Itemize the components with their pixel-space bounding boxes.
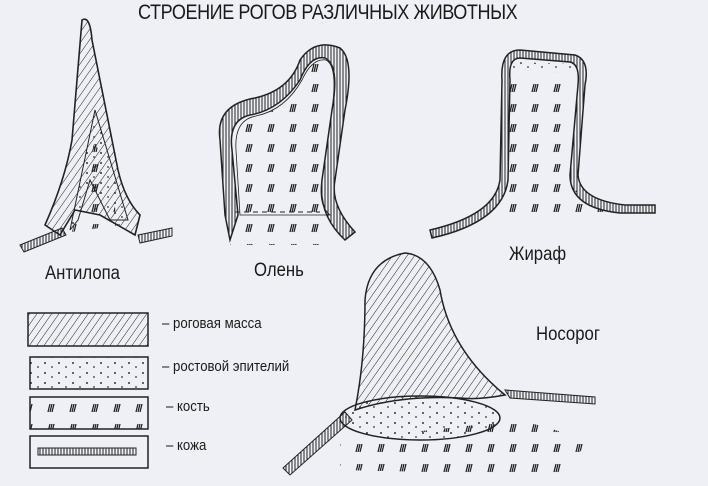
- giraffe-horn-drawing: [429, 49, 656, 239]
- rhinoceros-horn-drawing: [282, 252, 596, 476]
- label-giraffe: Жираф: [509, 244, 567, 265]
- legend-label-horn-mass: – роговая масса: [162, 315, 262, 332]
- legend-swatch-skin: [29, 435, 149, 469]
- deer-horn-drawing: [218, 44, 357, 245]
- legend-swatch-bone: [29, 396, 149, 430]
- legend-label-growth-epithelium: – ростовой эпителий: [162, 358, 290, 375]
- label-antelope: Антилопа: [45, 263, 120, 284]
- legend-swatches: [27, 312, 149, 469]
- legend-swatch-epithelium: [29, 356, 149, 390]
- legend-label-bone: – кость: [166, 398, 210, 415]
- legend-swatch-horn-mass: [27, 312, 149, 347]
- label-rhinoceros: Носорог: [536, 324, 600, 345]
- legend-label-skin: – кожа: [166, 437, 207, 454]
- diagram-title: СТРОЕНИЕ РОГОВ РАЗЛИЧНЫХ ЖИВОТНЫХ: [138, 1, 518, 24]
- antelope-horn-drawing: [19, 18, 173, 253]
- label-deer: Олень: [254, 260, 304, 281]
